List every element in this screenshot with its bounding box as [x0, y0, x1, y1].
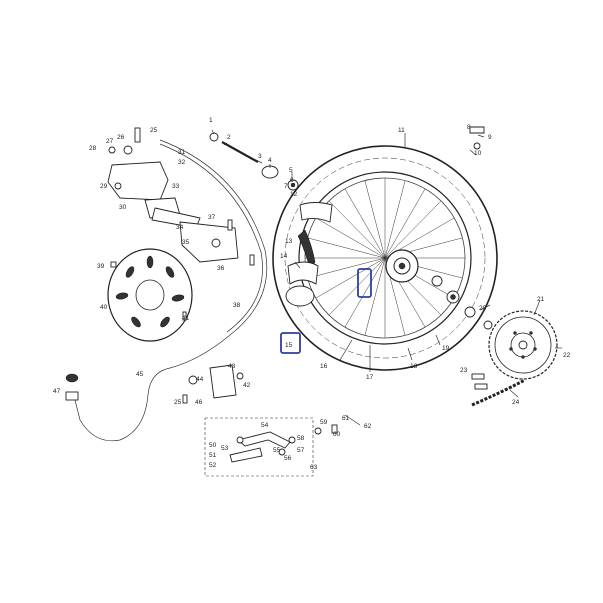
master-cylinder: [65, 364, 244, 404]
label-6: 6: [290, 177, 294, 184]
label-25a: 25: [150, 127, 158, 134]
label-28: 28: [89, 145, 97, 152]
label-51: 51: [209, 452, 217, 459]
label-15: 15: [285, 342, 293, 349]
label-11: 11: [398, 127, 405, 134]
label-26: 26: [117, 134, 125, 141]
label-7: 7: [284, 183, 288, 190]
label-35: 35: [182, 239, 190, 246]
label-40: 40: [100, 304, 108, 311]
brake-hose: [74, 139, 268, 442]
label-14: 14: [280, 253, 288, 260]
label-17: 17: [366, 374, 374, 381]
brake-disc: [107, 248, 193, 342]
label-27: 27: [106, 138, 114, 145]
label-3: 3: [258, 153, 262, 160]
label-22: 22: [563, 352, 571, 359]
label-23: 23: [460, 367, 468, 374]
label-31: 31: [178, 149, 186, 156]
label-29: 29: [100, 183, 108, 190]
label-37: 37: [208, 214, 216, 221]
label-63: 63: [310, 464, 318, 471]
part-labels: 1 2 3 4 5 6 7 8 9 10 11 12 13 14 15 16 1…: [53, 117, 571, 471]
label-5: 5: [289, 167, 293, 174]
label-13: 13: [285, 238, 293, 245]
label-39: 39: [97, 263, 105, 270]
label-50: 50: [209, 442, 217, 449]
label-2: 2: [227, 134, 231, 141]
leader-lines: [211, 129, 562, 398]
label-62: 62: [364, 423, 372, 430]
label-57: 57: [297, 447, 305, 454]
rim-band-parts: [285, 202, 333, 307]
label-58: 58: [297, 435, 305, 442]
label-10: 10: [474, 150, 482, 157]
label-32: 32: [178, 159, 186, 166]
label-47: 47: [53, 388, 61, 395]
pedal-box: [204, 414, 361, 477]
label-42: 42: [243, 382, 251, 389]
label-56: 56: [284, 455, 292, 462]
label-61: 61: [342, 415, 350, 422]
label-25b: 25: [174, 399, 182, 406]
label-24: 24: [512, 399, 520, 406]
label-18: 18: [410, 363, 418, 370]
label-20: 20: [479, 305, 487, 312]
label-52: 52: [209, 462, 217, 469]
axle-parts: [209, 126, 485, 191]
brake-caliper: [107, 127, 255, 266]
label-19: 19: [442, 345, 450, 352]
label-41: 41: [182, 315, 190, 322]
label-44: 44: [196, 376, 204, 383]
label-1: 1: [209, 117, 213, 124]
label-21: 21: [537, 296, 545, 303]
label-53: 53: [221, 445, 229, 452]
label-16: 16: [320, 363, 328, 370]
highlight-box-15: [280, 332, 301, 354]
label-4: 4: [268, 157, 272, 164]
label-43: 43: [228, 363, 236, 370]
label-33: 33: [172, 183, 180, 190]
label-60: 60: [333, 431, 341, 438]
label-59: 59: [320, 419, 328, 426]
label-46: 46: [195, 399, 203, 406]
label-45: 45: [136, 371, 144, 378]
label-54: 54: [261, 422, 269, 429]
label-30: 30: [119, 204, 127, 211]
label-12: 12: [290, 191, 298, 198]
label-34: 34: [176, 224, 184, 231]
rear-wheel: [272, 145, 498, 371]
highlight-box-spoke: [357, 268, 372, 298]
label-8: 8: [467, 124, 471, 131]
sprocket-assembly: [431, 275, 558, 407]
label-36: 36: [217, 265, 225, 272]
label-38: 38: [233, 302, 241, 309]
label-55: 55: [273, 447, 281, 454]
label-9: 9: [488, 134, 492, 141]
